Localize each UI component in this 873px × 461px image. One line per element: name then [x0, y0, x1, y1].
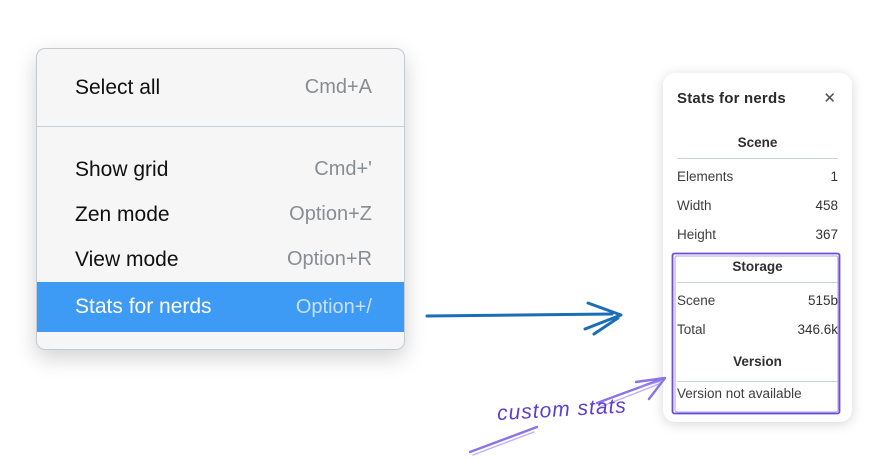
storage-section-heading: Storage [732, 259, 783, 274]
stat-label: Scene [677, 293, 716, 308]
version-note: Version not available [677, 386, 802, 401]
stat-value: 458 [815, 198, 838, 213]
context-menu: Select all Cmd+A Show grid Cmd+' Zen mod… [36, 48, 405, 350]
stat-value: 346.6k [797, 322, 838, 337]
stat-value: 367 [815, 227, 838, 242]
menu-item-label: Zen mode [75, 202, 170, 226]
stat-label: Width [677, 198, 712, 213]
menu-item-view-mode[interactable]: View mode Option+R [37, 237, 404, 282]
menu-item-label: Select all [75, 75, 161, 99]
blue-arrow-drawing[interactable] [425, 301, 623, 336]
stat-label: Elements [677, 169, 734, 184]
menu-item-shortcut: Cmd+A [304, 76, 372, 98]
menu-item-shortcut: Option+Z [289, 203, 372, 225]
context-menu-group: Show grid Cmd+' Zen mode Option+Z View m… [37, 127, 404, 332]
menu-item-label: Show grid [75, 157, 169, 181]
stats-panel-header: Stats for nerds ✕ [677, 87, 838, 109]
menu-item-shortcut: Option+R [286, 248, 372, 270]
menu-item-label: Stats for nerds [75, 295, 212, 318]
stat-row-elements: Elements 1 [677, 162, 838, 191]
divider [677, 158, 838, 159]
stats-for-nerds-panel: Stats for nerds ✕ Scene Elements 1 Width… [663, 73, 852, 422]
storage-rows: Scene 515b Total 346.6k [677, 286, 838, 344]
version-section-heading: Version [733, 354, 782, 369]
stats-panel-title: Stats for nerds [677, 89, 786, 107]
menu-item-stats-for-nerds[interactable]: Stats for nerds Option+/ [37, 282, 404, 332]
menu-item-show-grid[interactable]: Show grid Cmd+' [37, 147, 404, 192]
menu-item-shortcut: Cmd+' [314, 158, 372, 180]
menu-item-select-all[interactable]: Select all Cmd+A [37, 49, 404, 127]
stat-value: 515b [807, 293, 838, 308]
stat-row-total-storage: Total 346.6k [677, 315, 838, 344]
divider [677, 282, 838, 283]
menu-item-shortcut: Option+/ [295, 295, 372, 318]
scene-section-heading: Scene [737, 135, 778, 150]
stat-row-width: Width 458 [677, 191, 838, 220]
divider [677, 381, 838, 382]
stat-label: Total [677, 322, 706, 337]
stat-row-scene-storage: Scene 515b [677, 286, 838, 315]
close-icon[interactable]: ✕ [823, 89, 836, 107]
stat-label: Height [677, 227, 717, 242]
stat-row-height: Height 367 [677, 220, 838, 249]
menu-item-zen-mode[interactable]: Zen mode Option+Z [37, 192, 404, 237]
menu-item-label: View mode [75, 247, 179, 271]
scene-rows: Elements 1 Width 458 Height 367 [677, 162, 838, 249]
custom-stats-annotation-text[interactable]: custom stats [496, 394, 628, 426]
stat-value: 1 [830, 169, 838, 184]
